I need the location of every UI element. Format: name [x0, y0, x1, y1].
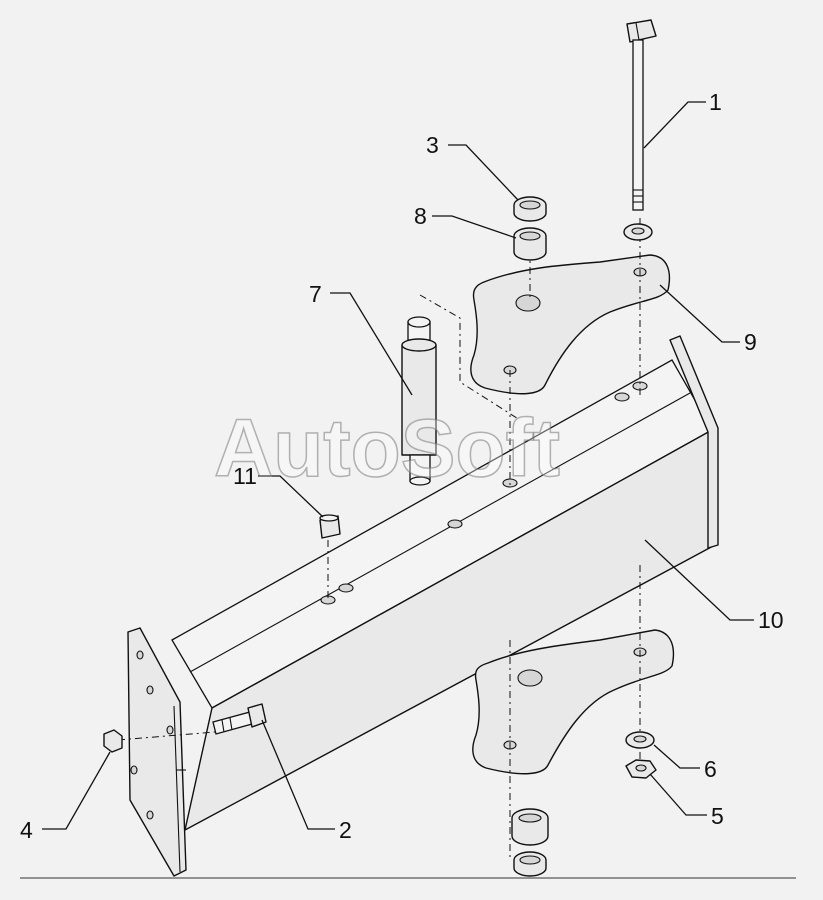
callout-3: 3: [426, 132, 439, 158]
watermark-text: AutoSoft: [214, 403, 560, 494]
callout-2: 2: [339, 817, 352, 843]
short-bolt-part-2: [212, 703, 267, 735]
leader-lines: [42, 101, 754, 830]
callout-1: 1: [709, 89, 722, 115]
beam-front-flange: [127, 627, 187, 877]
callout-4: 4: [20, 817, 33, 843]
callout-labels: 1 3 8 7 9 11 10 6 5 2 4: [20, 89, 784, 843]
long-bolt-part-1: [623, 19, 657, 241]
callout-5: 5: [711, 803, 724, 829]
callout-10: 10: [758, 607, 784, 633]
nut-part-5: [625, 759, 657, 779]
beam-rear-flange: [669, 335, 719, 549]
callout-6: 6: [704, 756, 717, 782]
plug-part-11: [319, 514, 341, 539]
lower-plate: [472, 629, 675, 775]
washer-part-6: [625, 731, 655, 749]
bushing-part-8: [513, 227, 547, 261]
alignment-lines: [117, 218, 641, 860]
beam-part-10: [127, 335, 719, 877]
upper-plate-part-9: [470, 254, 671, 395]
callout-8: 8: [414, 203, 427, 229]
callout-11: 11: [233, 463, 257, 489]
lower-bushing-lower: [513, 851, 547, 877]
bushing-part-3: [513, 196, 547, 222]
pin-part-7: [401, 316, 437, 486]
nut-part-4: [103, 729, 123, 753]
callout-7: 7: [309, 281, 322, 307]
lower-bushing-upper: [511, 808, 549, 846]
callout-9: 9: [744, 329, 757, 355]
